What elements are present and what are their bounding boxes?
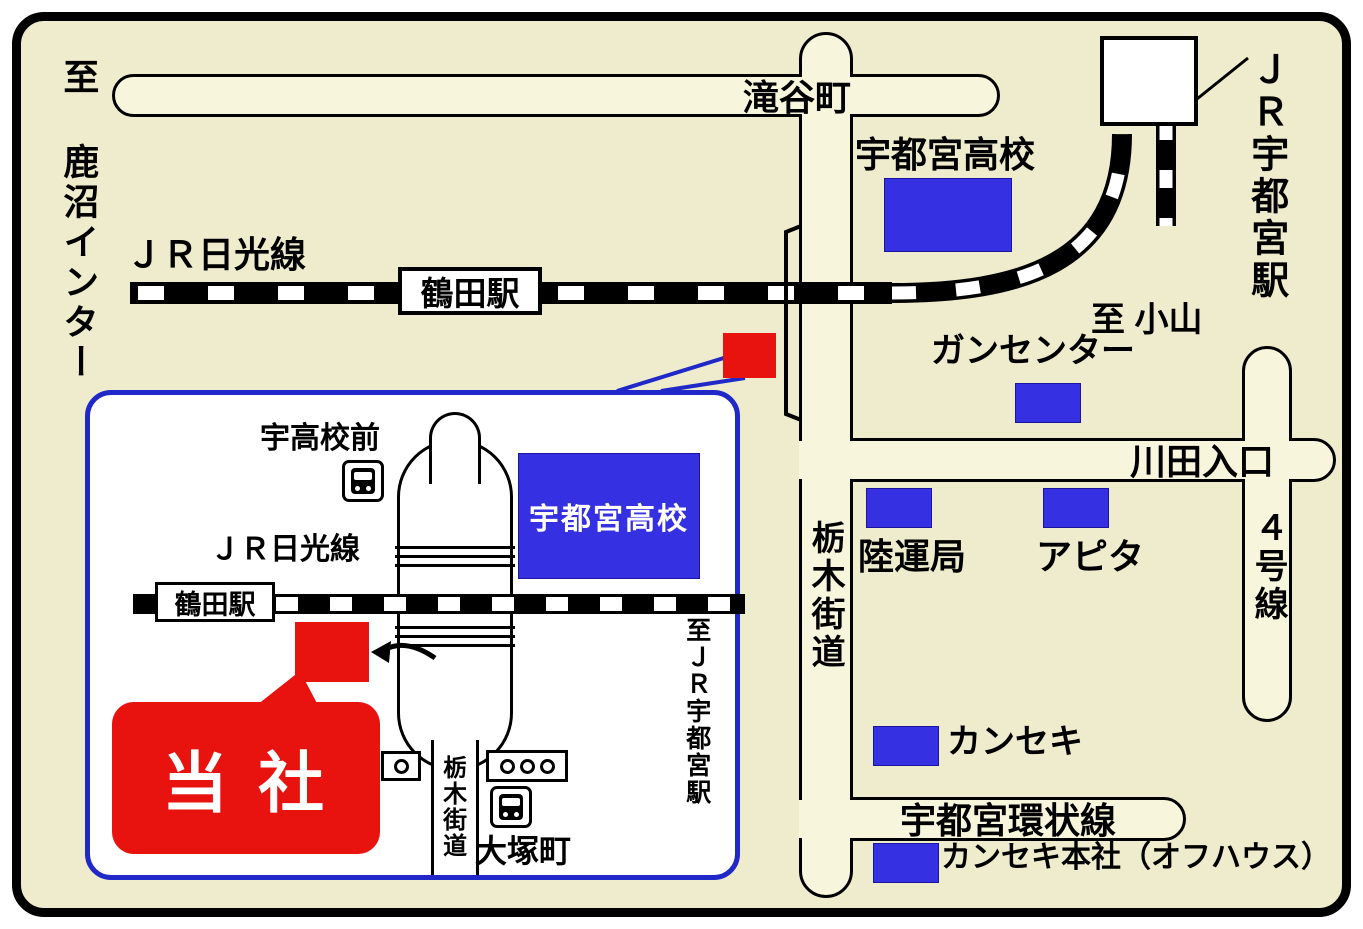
crossing-line [395,564,515,567]
company-marker [723,333,776,378]
road-junction [799,800,853,838]
tsuruta-station-box: 鶴田駅 [398,267,542,315]
gan-center-label: ガンセンター [931,332,1135,370]
inset-tsuruta-station-box: 鶴田駅 [155,582,275,622]
inset-utsunomiya-hs-label: 宇都宮高校 [529,503,689,536]
jr-nikko-line-label: ＪＲ日光線 [126,234,307,275]
to-kanuma-label: 至 鹿沼インター [58,58,100,383]
signal-icon [381,751,421,781]
apita-building [1043,488,1109,528]
inset-tochigi-kaido-label: 栃木街道 [438,755,466,859]
road-takiyacho [112,74,1000,117]
rikuunkyoku-label: 陸運局 [858,536,967,577]
road-junction [799,77,853,114]
signal-icon [486,750,568,782]
to-oyama-label: 至 小山 [1091,301,1203,339]
road-route4 [1242,346,1292,722]
inset-road-stem-top [429,412,481,484]
road-ring [830,797,1186,841]
tochigi-kaido-label: 栃木街道 [806,520,845,672]
utsunomiya-hs-label: 宇都宮高校 [855,134,1036,175]
inset-tsuruta-station-label: 鶴田駅 [174,589,256,620]
gan-center-building [1015,383,1081,423]
jr-utsunomiya-station-label: ＪＲ宇都宮駅 [1244,50,1287,302]
route4-label: ４号線 [1249,510,1288,624]
crossing-line [395,546,515,549]
utsunomiya-hs-building [884,178,1012,252]
crossing-line [395,635,515,638]
jr-utsunomiya-station-building [1100,36,1198,126]
ukokomae-label: 宇高校前 [260,422,380,455]
company-arrow-head [371,641,391,663]
kanseki-label: カンセキ [947,723,1083,761]
rikuunkyoku-building [866,488,932,528]
inset-road-stem-bottom [431,740,479,875]
bus-stop-icon [490,786,532,828]
tsuruta-station-label: 鶴田駅 [420,275,520,312]
road-junction [1242,441,1292,479]
crossing-line [395,626,515,629]
kawada-iriguchi-label: 川田入口 [1130,441,1275,482]
road-junction [799,441,853,479]
inset-utsunomiya-hs-building: 宇都宮高校 [518,453,700,579]
crossing-line [395,644,515,647]
kanseki-building [873,726,939,766]
kanseki-hq-label: カンセキ本社（オフハウス） [941,841,1331,874]
kanseki-hq-building [873,843,939,883]
bus-stop-icon [342,460,384,502]
company-callout-bubble: 当 社 [112,702,380,854]
inset-detail-map: 鶴田駅 宇都宮高校 当 社 宇高校前 ＪＲ日光線 大塚町 栃木街道 至ＪＲ宇都宮… [85,390,745,880]
inset-company-marker [295,622,369,682]
to-jr-utsunomiya-label: 至ＪＲ宇都宮駅 [682,617,711,806]
takiyacho-label: 滝谷町 [743,77,852,118]
ring-road-label: 宇都宮環状線 [900,800,1117,841]
inset-jr-nikko-line-label: ＪＲ日光線 [210,533,360,566]
apita-label: アピタ [1036,536,1145,577]
company-label: 当 社 [161,746,331,820]
otsukacho-label: 大塚町 [475,833,572,869]
inset-jr-nikko-railway [133,594,745,614]
crossing-line [395,555,515,558]
